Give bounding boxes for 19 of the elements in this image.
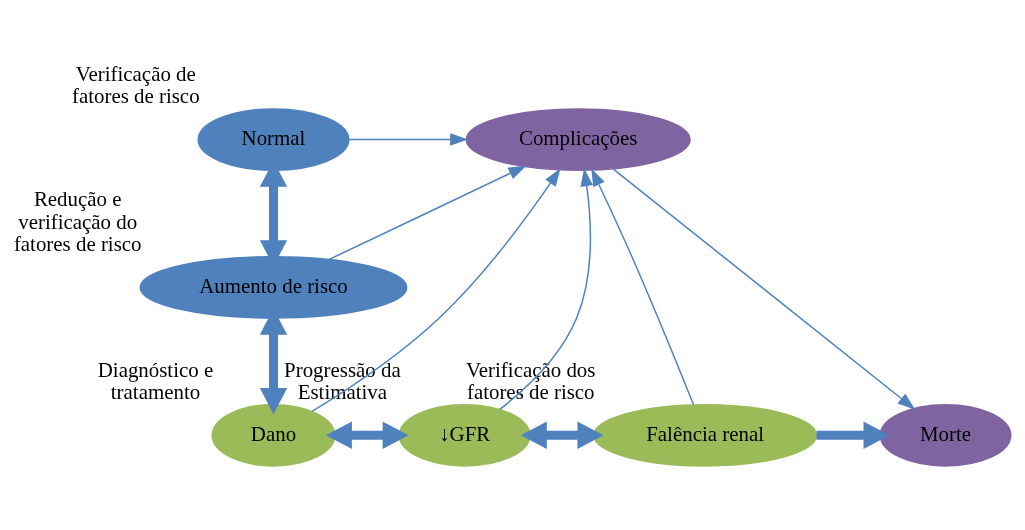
node-ellipse: Dano <box>211 403 335 467</box>
arrow <box>498 168 593 411</box>
arrow <box>325 421 409 449</box>
node-label: Redução e verificação do fatores de risco <box>13 187 141 257</box>
arrow <box>815 421 890 449</box>
node-ellipse: Aumento de risco <box>139 256 407 319</box>
node-ellipse: ↓GFR <box>398 403 531 467</box>
arrow <box>520 421 603 449</box>
node-label: Diagnóstico e tratamento <box>97 357 213 404</box>
node-ellipse: Morte <box>879 403 1012 467</box>
arrow <box>612 168 915 410</box>
arrow <box>347 133 468 146</box>
node-ellipse: Normal <box>196 108 350 171</box>
arrow <box>328 165 526 261</box>
node-ellipse: Falência renal <box>592 403 817 467</box>
arrow <box>590 168 694 406</box>
arrow <box>310 168 561 413</box>
node-label: Verificação de fatores de risco <box>71 61 200 109</box>
node-ellipse: Complicações <box>465 108 691 171</box>
